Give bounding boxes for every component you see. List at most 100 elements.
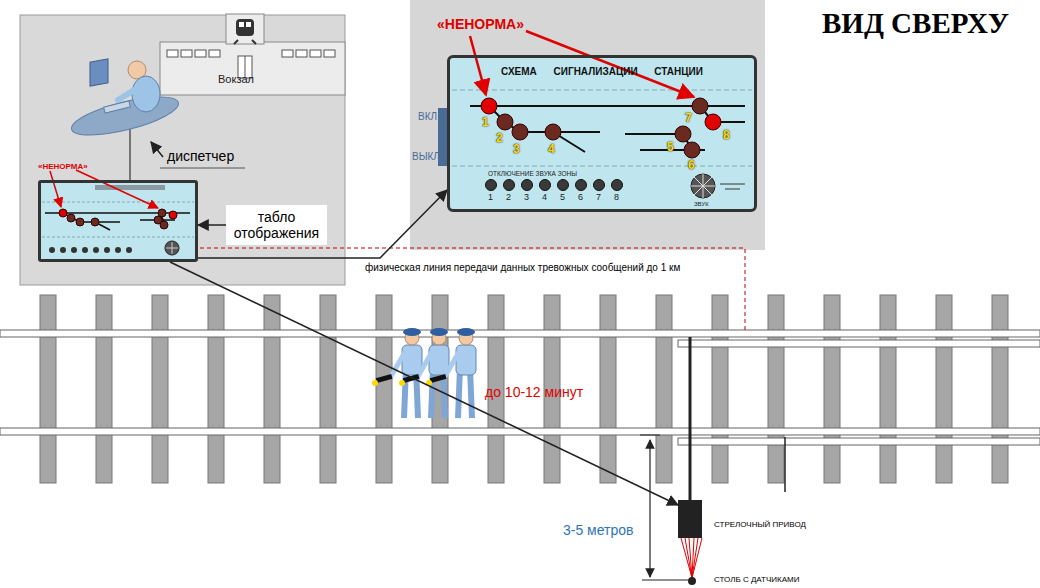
small-board-drawing [76,170,158,208]
dispatcher-figure [68,89,182,143]
node-label: табло отображения [230,209,323,241]
station-building [195,50,206,57]
sleeper [208,295,224,483]
buttons-caption: ОТКЛЮЧЕНИЕ ЗВУКА ЗОНЫ [488,170,577,177]
small-board-drawing [95,185,165,190]
sensor-wire [681,538,702,578]
board-caption-box: табло отображения [226,205,327,245]
zone-button [82,247,88,253]
callout-number: 3 [513,143,520,156]
station-building [226,14,264,44]
station-building [245,56,246,78]
zone-button [540,180,551,191]
line-note: физическая линия передачи данных тревожн… [365,262,680,273]
signal-board-drawing [703,174,704,198]
station-building [160,42,345,95]
station-building [296,50,307,57]
small-board-drawing [91,218,99,226]
signal-board-drawing [692,98,708,114]
worker-figure [403,328,421,336]
station-building [167,50,178,57]
switch-rod [689,337,692,500]
dimension-label: 3-5 метров [563,523,634,538]
sleeper [768,295,784,483]
station-building [234,40,238,44]
sleeper [712,295,728,483]
small-board-drawing [50,171,61,207]
worker-figure [457,328,475,336]
zoom-ground [410,0,765,250]
dispatcher-figure [118,90,134,100]
time-label: до 10-12 минут [485,385,583,400]
sleeper [264,295,280,483]
small-board-drawing [63,213,175,230]
small-board-drawing [59,209,67,217]
button-number: 1 [488,193,493,203]
zone-button [126,247,132,253]
sleeper [656,295,672,483]
small-board-drawing [172,242,173,254]
worker-figure [372,328,476,418]
zone-button [504,180,515,191]
dispatcher-leader [160,168,245,169]
switch-rod [690,337,785,500]
callout-number: 8 [723,129,730,142]
worker-figure [399,380,405,386]
station-building [239,22,244,27]
role-label: диспетчер [167,149,234,164]
dispatcher-figure [129,128,131,180]
zone-button [612,180,623,191]
signal-board-drawing [497,114,513,130]
signal-board-drawing [438,31,757,212]
callout-number: 1 [482,116,489,129]
node-label: «НЕНОРМА» [38,162,88,171]
button-number: 7 [596,193,601,203]
panel-title: СХЕМА СИГНАЛИЗАЦИИ СТАНЦИИ [501,66,703,78]
zone-button [93,247,99,253]
small-board-drawing [38,180,198,262]
callout-number: 2 [496,132,503,145]
dispatcher-figure [68,59,182,180]
knob-label: ЗВУК [694,201,709,208]
small-board-drawing [160,221,168,229]
small-board-drawing [158,209,166,217]
small-board-drawing [169,211,177,219]
station-building [282,50,293,57]
callout-number: 5 [667,141,674,154]
data-line [200,248,745,330]
callout-number: 7 [685,112,692,125]
data-line [200,248,745,330]
callout-number: 4 [548,143,555,156]
signal-board-drawing [691,174,715,198]
dispatcher-leader [151,142,163,157]
zone-button [49,247,55,253]
station-building [181,50,192,57]
button-number: 8 [614,193,619,203]
small-board-drawing [165,241,179,255]
signal-board-drawing [452,166,752,167]
connector [198,190,447,258]
zone-button [71,247,77,253]
dispatcher-figure [132,76,160,112]
signal-board: СХЕМА СИГНАЛИЗАЦИИ СТАНЦИИ [447,55,757,212]
dimension-line [640,435,660,436]
node-label: Вокзал [218,73,254,86]
small-board-drawing [42,237,194,238]
connector [170,262,678,505]
rail [678,438,1040,445]
sleeper [320,295,336,483]
signal-board-drawing [481,98,497,114]
zone-button [486,180,623,191]
small-board-drawing [67,214,75,222]
signal-board-drawing [720,184,745,185]
station-panel [20,15,345,285]
zone-button [60,247,66,253]
worker-figure [430,328,448,336]
connector [198,224,226,226]
button-number: 6 [578,193,583,203]
zone-button [576,180,587,191]
node-label: СТОЛБ С ДАТЧИКАМИ [714,575,799,584]
sleeper [40,295,56,483]
